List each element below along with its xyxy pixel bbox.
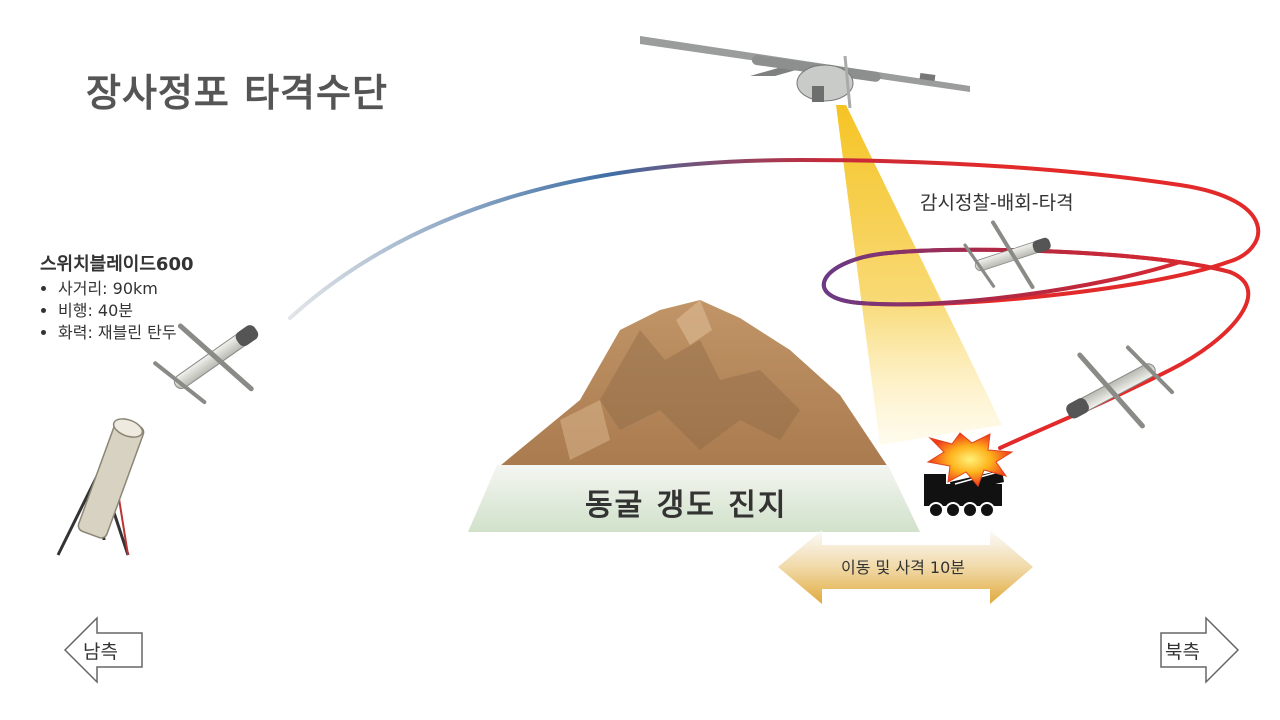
weapon-name: 스위치블레이드600 xyxy=(40,254,194,275)
tunnel-label: 동굴 갱도 진지 xyxy=(585,488,788,523)
weapon-spec-block: 스위치블레이드600 사거리: 90km 비행: 40분 화력: 재블린 탄두 xyxy=(40,254,194,344)
spec-item: 사거리: 90km xyxy=(58,278,194,300)
south-arrow-icon[interactable] xyxy=(63,616,143,684)
north-label: 북측 xyxy=(1165,641,1200,663)
loitering-munition-icon xyxy=(1046,325,1179,454)
uav-drone-icon xyxy=(640,36,970,109)
move-arrow xyxy=(778,530,1033,604)
cycle-label: 감시정찰-배회-타격 xyxy=(920,192,1074,214)
loiter-loop xyxy=(821,247,1232,307)
explosion-icon xyxy=(926,432,1014,487)
spec-item: 화력: 재블린 탄두 xyxy=(58,322,194,344)
mountain xyxy=(495,300,890,470)
sensor-beam xyxy=(836,105,1002,445)
launcher-tube-icon xyxy=(56,418,145,556)
north-arrow-icon[interactable] xyxy=(1160,616,1240,684)
munition-trajectory xyxy=(288,157,1261,450)
loitering-munition-icon xyxy=(961,208,1061,303)
south-label: 남측 xyxy=(83,641,118,663)
page-title: 장사정포 타격수단 xyxy=(86,71,388,115)
weapon-spec-list: 사거리: 90km 비행: 40분 화력: 재블린 탄두 xyxy=(40,278,194,344)
move-label: 이동 및 사격 10분 xyxy=(841,558,965,577)
tunnel-base xyxy=(468,465,920,532)
spec-item: 비행: 40분 xyxy=(58,300,194,322)
